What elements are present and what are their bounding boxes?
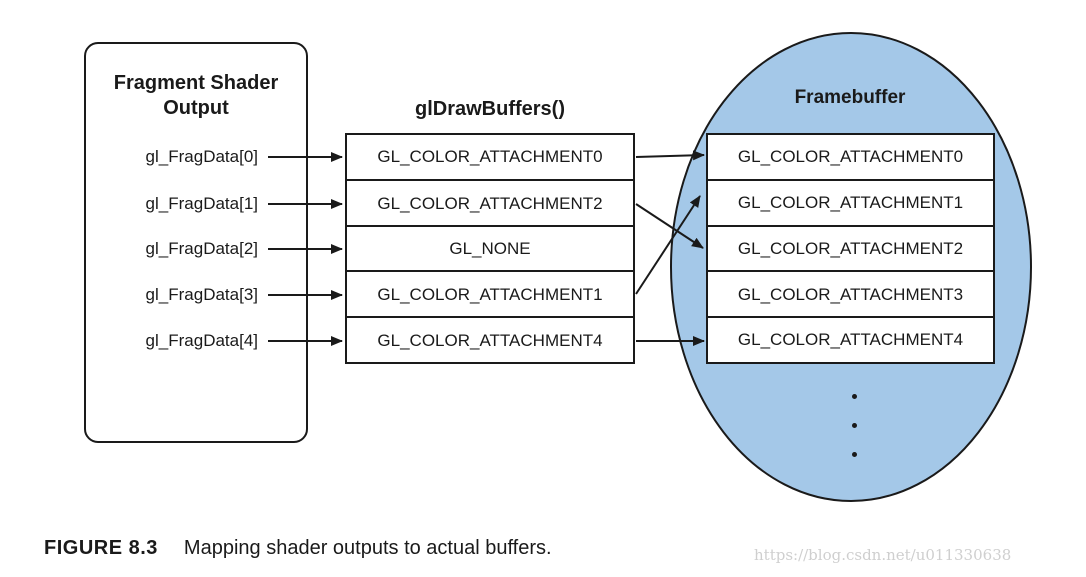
figure-number: FIGURE 8.3: [44, 537, 158, 559]
arrow-attachment0-to-attachment0: [635, 150, 705, 161]
ellipsis-dot: [852, 423, 857, 428]
fragment-shader-title-line: Fragment Shader: [113, 72, 279, 94]
framebuffer-attachment: GL_COLOR_ATTACHMENT2: [737, 239, 964, 258]
output-arrows: [268, 152, 343, 346]
frag-data-label: gl_FragData[4]: [145, 331, 258, 350]
caption-text: Mapping shader outputs to actual buffers…: [183, 537, 552, 559]
ellipsis-dot: [852, 452, 857, 457]
framebuffer-cell: [706, 133, 995, 181]
arrow-attachment1-to-attachment1: [635, 195, 701, 295]
draw-buffer-entry: GL_COLOR_ATTACHMENT2: [377, 194, 603, 213]
frag-data-label: gl_FragData[3]: [145, 285, 258, 304]
framebuffer-cell: [706, 179, 995, 227]
ellipsis-dot: [852, 394, 857, 399]
framebuffer-attachment: GL_COLOR_ATTACHMENT4: [737, 330, 964, 349]
draw-buffers-cell: [345, 179, 635, 227]
framebuffer-attachment: GL_COLOR_ATTACHMENT3: [737, 285, 964, 304]
framebuffer-cell: [706, 225, 995, 272]
frag-data-label: gl_FragData[2]: [145, 239, 258, 258]
draw-buffer-entry: GL_COLOR_ATTACHMENT4: [377, 331, 603, 350]
arrow-attachment2-to-attachment2: [635, 203, 704, 249]
draw-buffers-cell: [345, 316, 635, 364]
draw-buffer-entry: GL_NONE: [449, 239, 531, 258]
draw-buffer-entry: GL_COLOR_ATTACHMENT0: [377, 147, 603, 166]
fragment-shader-box: [84, 42, 308, 443]
draw-buffer-entry: GL_COLOR_ATTACHMENT1: [377, 285, 603, 304]
framebuffer-cell: [706, 316, 995, 364]
fragment-shader-title-line: Output: [163, 97, 229, 119]
draw-buffers-title: glDrawBuffers(): [414, 98, 565, 120]
fragment-shader-title: Fragment Shader Output: [88, 71, 304, 121]
framebuffer-attachment: GL_COLOR_ATTACHMENT1: [737, 193, 964, 212]
framebuffer-attachment: GL_COLOR_ATTACHMENT0: [737, 147, 964, 166]
mapping-arrows: [635, 150, 705, 346]
framebuffer-title: Framebuffer: [794, 87, 906, 108]
frag-data-label: gl_FragData[0]: [145, 147, 258, 166]
figure-caption: FIGURE 8.3 Mapping shader outputs to actu…: [44, 536, 552, 560]
draw-buffers-table: [345, 133, 635, 364]
framebuffer-table: [706, 133, 995, 364]
frag-data-label: gl_FragData[1]: [145, 194, 258, 213]
watermark-url: https://blog.csdn.net/u011330638: [754, 546, 1012, 564]
draw-buffers-cell: [345, 225, 635, 272]
